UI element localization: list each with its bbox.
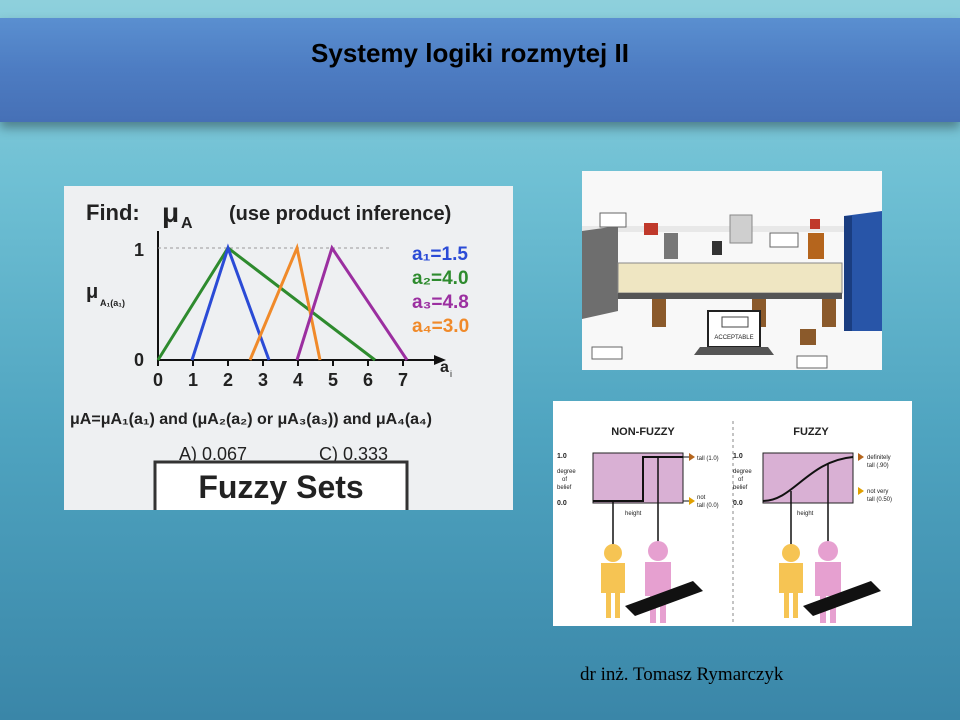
right-x-label: height bbox=[797, 511, 814, 517]
sensor-box bbox=[729, 214, 753, 244]
laptop-readout bbox=[721, 316, 749, 328]
left-y-top: 1.0 bbox=[557, 453, 567, 460]
camera bbox=[712, 241, 722, 255]
nonfuzzy-plot-area bbox=[592, 452, 684, 504]
right-bottom-label-2: tall (0.50) bbox=[867, 497, 892, 503]
series-a1-triangle bbox=[190, 243, 271, 361]
x-axis-arrow bbox=[434, 355, 446, 365]
arrow bbox=[858, 453, 864, 461]
left-y-label-1: degree bbox=[557, 469, 576, 475]
belt-leg bbox=[822, 299, 836, 327]
right-bottom-label-1: not very bbox=[867, 489, 888, 495]
readout-box bbox=[796, 355, 828, 369]
x-ticks: 0 1 2 3 4 5 6 7 bbox=[153, 360, 408, 390]
belt-leg bbox=[652, 299, 666, 327]
laptop-base bbox=[694, 347, 774, 355]
shadow bbox=[803, 581, 881, 616]
series-a3-triangle bbox=[295, 244, 409, 361]
right-y-label-3: belief bbox=[733, 485, 748, 491]
left-hopper bbox=[582, 226, 618, 319]
x-tick-label: 7 bbox=[398, 370, 408, 390]
fuzzy-sets-figure: Find: μ A (use product inference) 1 0 μ … bbox=[64, 186, 513, 510]
right-tank bbox=[844, 211, 882, 331]
shadow bbox=[625, 581, 703, 616]
left-top-label: tall (1.0) bbox=[697, 456, 719, 462]
belief-comparison: NON-FUZZY FUZZY 1.0 0.0 degree of belief… bbox=[557, 421, 892, 623]
arrow bbox=[689, 453, 695, 461]
legend-entry: a₄=3.0 bbox=[412, 316, 469, 337]
x-tick-label: 3 bbox=[258, 370, 268, 390]
x-tick-label: 6 bbox=[363, 370, 373, 390]
fuzzy-sets-chart: Find: μ A (use product inference) 1 0 μ … bbox=[70, 197, 469, 510]
y-one-label: 1 bbox=[134, 240, 144, 260]
find-label: Find: bbox=[86, 200, 140, 225]
x-tick-label: 0 bbox=[153, 370, 163, 390]
slide-title: Systemy logiki rozmytej II bbox=[311, 38, 629, 68]
right-tank-edge bbox=[844, 216, 852, 331]
right-top-label-1: definitely bbox=[867, 455, 891, 461]
y-axis-label: μ bbox=[86, 281, 98, 303]
readout-box bbox=[769, 232, 799, 248]
fuzzy-sets-box bbox=[153, 460, 409, 510]
hopper bbox=[664, 233, 678, 259]
valve bbox=[644, 223, 658, 235]
person-short-left bbox=[601, 544, 625, 618]
answer-c: C) 0.333 bbox=[319, 444, 388, 464]
left-y-label-3: belief bbox=[557, 485, 572, 491]
pipe bbox=[808, 233, 824, 259]
y-zero-label: 0 bbox=[134, 350, 144, 370]
arrow bbox=[858, 487, 864, 495]
left-y-label-2: of bbox=[562, 477, 567, 483]
conveyor-belt bbox=[617, 262, 843, 294]
conveyor-process-figure: ACCEPTABLE bbox=[582, 171, 882, 370]
x-axis-label: a bbox=[440, 359, 449, 376]
instruction: (use product inference) bbox=[229, 203, 451, 225]
left-y-bottom: 0.0 bbox=[557, 500, 567, 507]
arrow bbox=[689, 497, 695, 505]
laptop-screen bbox=[707, 310, 761, 348]
nonfuzzy-title: NON-FUZZY bbox=[611, 426, 675, 438]
x-axis-sub: i bbox=[450, 369, 452, 379]
fuzzy-title: FUZZY bbox=[793, 426, 829, 438]
right-y-bottom: 0.0 bbox=[733, 500, 743, 507]
conveyor-illustration: ACCEPTABLE bbox=[582, 171, 882, 370]
fuzzy-sets-box-label: Fuzzy Sets bbox=[198, 469, 363, 505]
author-name: dr inż. Tomasz Rymarczyk bbox=[580, 664, 784, 685]
nonfuzzy-vs-fuzzy-figure: NON-FUZZY FUZZY 1.0 0.0 degree of belief… bbox=[553, 401, 912, 626]
right-y-label-2: of bbox=[738, 477, 743, 483]
laptop-screen-label: ACCEPTABLE bbox=[714, 335, 753, 341]
x-tick-label: 4 bbox=[293, 370, 303, 390]
readout-box bbox=[591, 346, 623, 360]
nonfuzzy-step-line bbox=[593, 456, 683, 502]
answer-a: A) 0.067 bbox=[179, 444, 247, 464]
valve bbox=[810, 219, 820, 229]
right-y-top: 1.0 bbox=[733, 453, 743, 460]
belt-base bbox=[618, 293, 842, 299]
x-tick-label: 5 bbox=[328, 370, 338, 390]
legend-entry: a₂=4.0 bbox=[412, 268, 469, 289]
readout-box bbox=[599, 212, 627, 228]
mu-label: μ bbox=[162, 197, 179, 228]
right-y-label-1: degree bbox=[733, 469, 752, 475]
left-bottom-label-1: not bbox=[697, 495, 706, 501]
weigh-box bbox=[800, 329, 816, 345]
fuzzy-plot-area bbox=[762, 452, 854, 504]
legend: a₁=1.5 a₂=4.0 a₃=4.8 a₄=3.0 bbox=[412, 244, 469, 337]
right-top-label-2: tall (.90) bbox=[867, 463, 889, 469]
x-tick-label: 2 bbox=[223, 370, 233, 390]
mu-sub: A bbox=[181, 215, 193, 232]
x-tick-label: 1 bbox=[188, 370, 198, 390]
left-bottom-label-2: tall (0.0) bbox=[697, 503, 719, 509]
y-axis-sub: A₁(a₁) bbox=[100, 298, 125, 308]
series-a4-triangle bbox=[248, 242, 322, 361]
legend-entry: a₃=4.8 bbox=[412, 292, 469, 313]
formula: μA=μA₁(a₁) and (μA₂(a₂) or μA₃(a₃)) and … bbox=[70, 411, 432, 428]
left-x-label: height bbox=[625, 511, 642, 517]
legend-entry: a₁=1.5 bbox=[412, 244, 468, 265]
fuzzy-curve bbox=[762, 456, 854, 502]
person-short-right bbox=[779, 544, 803, 618]
title-bar bbox=[0, 18, 960, 122]
